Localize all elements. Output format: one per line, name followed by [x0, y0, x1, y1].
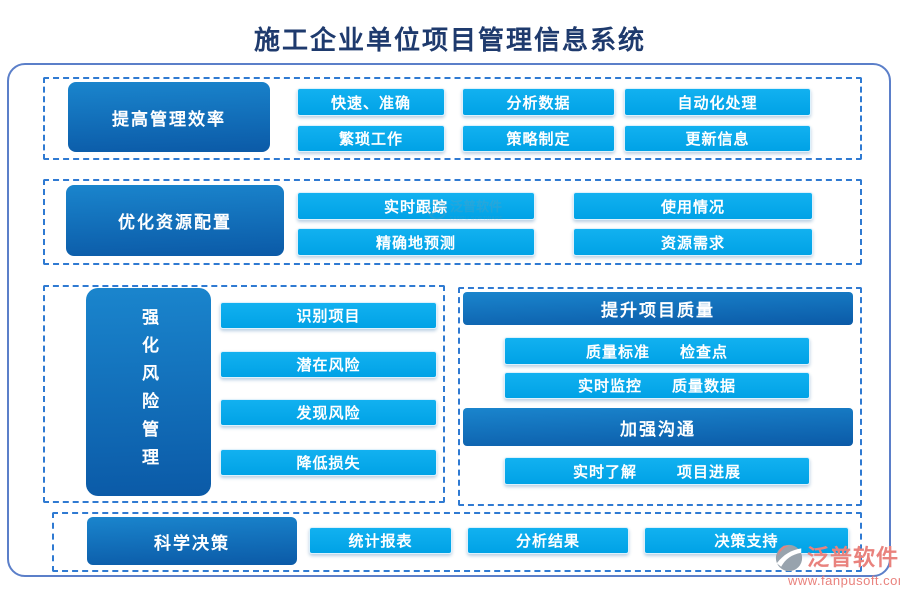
tag-quality-standard-checkpoint: 质量标准 检查点	[504, 337, 810, 365]
section-header-efficiency: 提高管理效率	[68, 82, 270, 152]
tag-realtime-monitor: 实时监控	[577, 378, 642, 395]
page-title: 施工企业单位项目管理信息系统	[253, 25, 646, 55]
tag-usage-status: 使用情况	[573, 192, 813, 220]
section-resource: 优化资源配置 实时跟踪 使用情况 精确地预测 资源需求	[43, 179, 862, 265]
section-header-resource: 优化资源配置	[66, 185, 284, 256]
watermark-url: www.fanpusoft.com	[788, 573, 900, 588]
tag-reduce-loss: 降低损失	[220, 449, 437, 476]
tag-realtime-know: 实时了解	[572, 463, 637, 481]
section-decision: 科学决策 统计报表 分析结果 决策支持	[52, 512, 862, 572]
tag-checkpoint: 检查点	[680, 343, 729, 361]
tag-analysis-result: 分析结果	[467, 527, 629, 554]
outer-frame	[7, 63, 891, 577]
tag-update-info: 更新信息	[624, 125, 811, 152]
watermark-center-sub: FANPU SOFTWARE	[450, 216, 504, 222]
watermark-center: 泛普软件 FANPU SOFTWARE	[427, 198, 503, 222]
tag-quality-standard: 质量标准	[585, 343, 650, 361]
tag-tedious-work: 繁琐工作	[297, 125, 445, 152]
section-header-quality: 提升项目质量	[463, 292, 853, 325]
tag-analyze-data: 分析数据	[462, 88, 615, 116]
section-efficiency: 提高管理效率 快速、准确 分析数据 自动化处理 繁琐工作 策略制定 更新信息	[43, 77, 862, 160]
section-header-decision: 科学决策	[87, 517, 297, 565]
tag-quality-data: 质量数据	[672, 378, 737, 395]
tag-fast-accurate: 快速、准确	[297, 88, 445, 116]
tag-identify-project: 识别项目	[220, 302, 437, 329]
section-risk: 强化风险管理 识别项目 潜在风险 发现风险 降低损失	[43, 285, 445, 503]
tag-realtime-monitor-quality-data: 实时监控 质量数据	[504, 372, 810, 399]
watermark-center-brand: 泛普软件	[450, 199, 503, 214]
watermark-brand: 泛普软件	[775, 544, 899, 572]
tag-statistical-report: 统计报表	[309, 527, 452, 554]
section-header-communication: 加强沟通	[463, 408, 853, 446]
tag-automated-processing: 自动化处理	[624, 88, 811, 116]
tag-resource-demand: 资源需求	[573, 228, 813, 256]
tag-potential-risk: 潜在风险	[220, 351, 437, 378]
fanpu-logo-icon	[427, 200, 447, 220]
tag-strategy-making: 策略制定	[462, 125, 615, 152]
tag-discover-risk: 发现风险	[220, 399, 437, 426]
tag-accurate-forecast: 精确地预测	[297, 228, 535, 256]
section-quality-communication: 提升项目质量 质量标准 检查点 实时监控 质量数据 加强沟通 实时了解 项目进展	[458, 287, 862, 506]
fanpu-logo-icon	[775, 544, 803, 572]
tag-realtime-tracking: 实时跟踪	[297, 192, 535, 220]
tag-realtime-know-progress: 实时了解 项目进展	[504, 457, 810, 485]
section-header-risk: 强化风险管理	[86, 288, 211, 496]
watermark-brand-text: 泛普软件	[807, 545, 900, 570]
tag-decision-support: 决策支持	[644, 527, 849, 554]
tag-project-progress: 项目进展	[677, 463, 742, 481]
